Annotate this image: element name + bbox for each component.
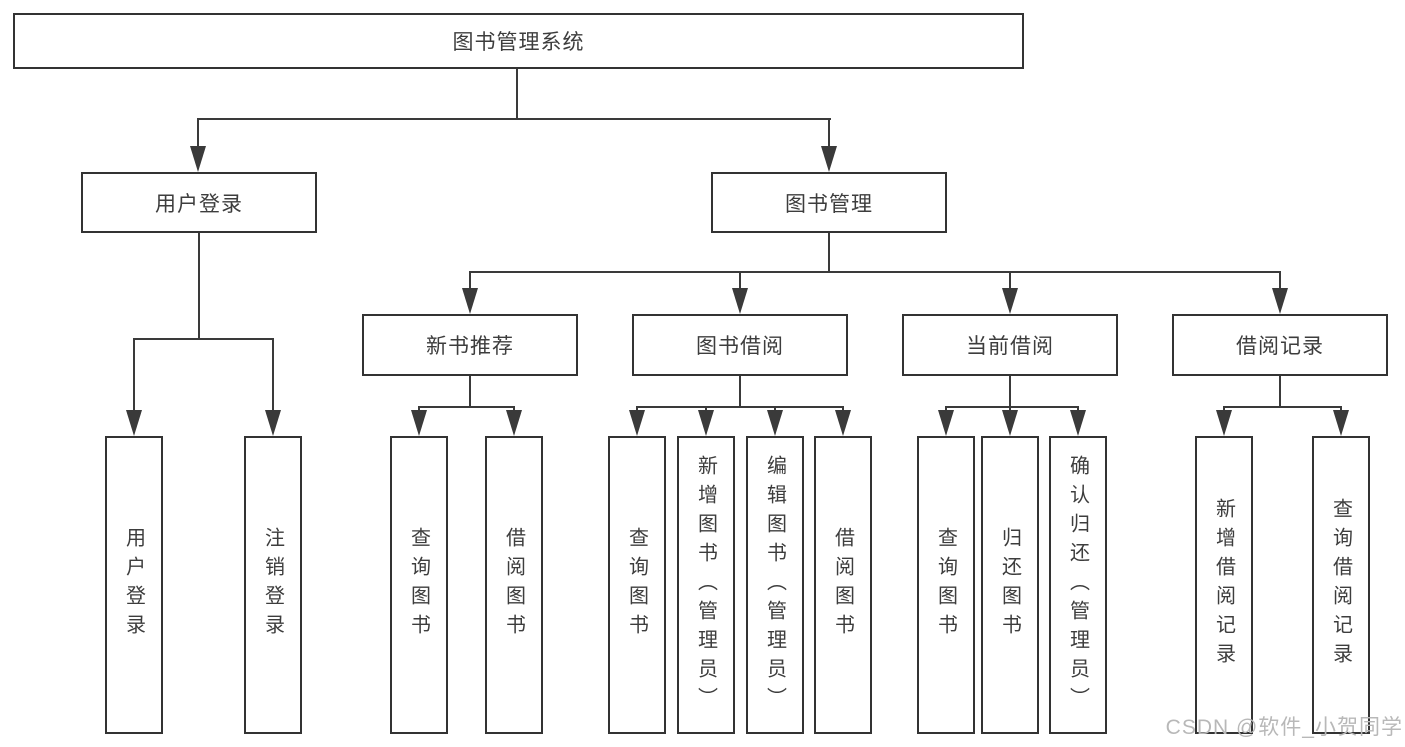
connector-line	[636, 406, 844, 408]
leaf-recommend-borrow-books: 借阅图书	[485, 436, 543, 734]
connector-line	[272, 338, 274, 412]
arrow-down-icon	[1216, 410, 1232, 436]
node-book-management: 图书管理	[711, 172, 947, 233]
connector-line	[828, 118, 830, 148]
leaf-borrowing-query-books: 查询图书	[608, 436, 666, 734]
connector-line	[197, 118, 831, 120]
leaf-current-query-books: 查询图书	[917, 436, 975, 734]
node-new-book-recommendation: 新书推荐	[362, 314, 578, 376]
connector-line	[469, 271, 471, 290]
connector-line	[1279, 271, 1281, 290]
connector-line	[828, 233, 830, 271]
arrow-down-icon	[462, 288, 478, 314]
leaf-records-add-record: 新增借阅记录	[1195, 436, 1253, 734]
node-current-borrowing: 当前借阅	[902, 314, 1118, 376]
connector-line	[198, 233, 200, 338]
node-borrowing-records: 借阅记录	[1172, 314, 1388, 376]
connector-line	[1223, 406, 1342, 408]
node-user-login: 用户登录	[81, 172, 317, 233]
leaf-user-login: 用户登录	[105, 436, 163, 734]
connector-line	[516, 69, 518, 118]
connector-line	[945, 406, 1079, 408]
arrow-down-icon	[1070, 410, 1086, 436]
arrow-down-icon	[506, 410, 522, 436]
arrow-down-icon	[265, 410, 281, 436]
arrow-down-icon	[411, 410, 427, 436]
connector-line	[197, 118, 199, 148]
node-book-borrowing: 图书借阅	[632, 314, 848, 376]
arrow-down-icon	[1002, 288, 1018, 314]
arrow-down-icon	[732, 288, 748, 314]
arrow-down-icon	[698, 410, 714, 436]
leaf-logout: 注销登录	[244, 436, 302, 734]
connector-line	[739, 271, 741, 290]
arrow-down-icon	[1333, 410, 1349, 436]
leaf-borrowing-borrow-books: 借阅图书	[814, 436, 872, 734]
arrow-down-icon	[938, 410, 954, 436]
arrow-down-icon	[767, 410, 783, 436]
node-root: 图书管理系统	[13, 13, 1024, 69]
leaf-recommend-query-books: 查询图书	[390, 436, 448, 734]
arrow-down-icon	[126, 410, 142, 436]
leaf-records-query-record: 查询借阅记录	[1312, 436, 1370, 734]
connector-line	[418, 406, 515, 408]
watermark: CSDN @软件_小贺同学	[1165, 716, 1403, 739]
connector-line	[739, 376, 741, 406]
connector-line	[1009, 271, 1011, 290]
connector-line	[133, 338, 274, 340]
arrow-down-icon	[821, 146, 837, 172]
connector-line	[469, 271, 1281, 273]
arrow-down-icon	[190, 146, 206, 172]
arrow-down-icon	[1002, 410, 1018, 436]
connector-line	[133, 338, 135, 412]
leaf-current-return-books: 归还图书	[981, 436, 1039, 734]
leaf-borrowing-edit-books-admin: 编辑图书（管理员）	[746, 436, 804, 734]
arrow-down-icon	[629, 410, 645, 436]
connector-line	[469, 376, 471, 406]
arrow-down-icon	[835, 410, 851, 436]
connector-line	[1279, 376, 1281, 406]
connector-line	[1009, 376, 1011, 406]
arrow-down-icon	[1272, 288, 1288, 314]
leaf-current-confirm-return-admin: 确认归还（管理员）	[1049, 436, 1107, 734]
leaf-borrowing-add-books-admin: 新增图书（管理员）	[677, 436, 735, 734]
